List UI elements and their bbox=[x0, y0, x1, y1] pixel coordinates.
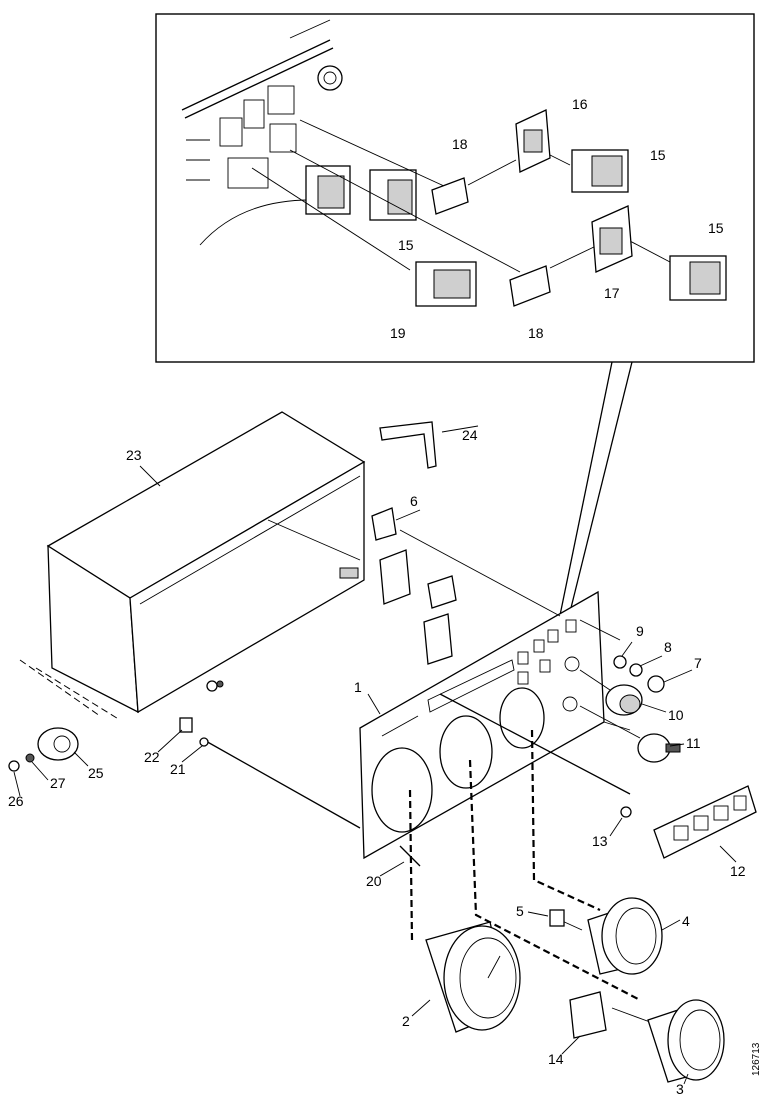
item-6 bbox=[371, 507, 397, 541]
callout-6: 6 bbox=[410, 493, 418, 509]
callout-14: 14 bbox=[548, 1051, 564, 1067]
item-11 bbox=[637, 733, 671, 763]
callout-9: 9 bbox=[636, 623, 644, 639]
callout-21: 21 bbox=[170, 761, 186, 777]
item-8 bbox=[629, 663, 643, 677]
label-plate-18-upper bbox=[431, 177, 469, 215]
front-panel-1 bbox=[359, 590, 605, 860]
enclosure-23 bbox=[19, 411, 366, 721]
item-22 bbox=[179, 717, 193, 733]
switch-module-12 bbox=[653, 785, 757, 859]
item-20 bbox=[399, 845, 421, 867]
callout-11: 11 bbox=[686, 735, 701, 751]
item-26 bbox=[8, 760, 20, 772]
label-plate-18-lower bbox=[509, 265, 551, 307]
item-21 bbox=[199, 737, 209, 747]
gauge-cutout-left bbox=[371, 747, 433, 833]
callout-7: 7 bbox=[694, 655, 702, 671]
callout-25: 25 bbox=[88, 765, 104, 781]
item-14 bbox=[569, 991, 607, 1039]
callout-19: 19 bbox=[390, 325, 406, 341]
item-25 bbox=[37, 727, 79, 761]
callout-23: 23 bbox=[126, 447, 142, 463]
callout-13: 13 bbox=[592, 833, 608, 849]
callout-4: 4 bbox=[682, 913, 690, 929]
callout-27: 27 bbox=[50, 775, 66, 791]
callout-12: 12 bbox=[730, 863, 746, 879]
callout-15b: 15 bbox=[398, 237, 414, 253]
callout-10: 10 bbox=[668, 707, 684, 723]
item-27 bbox=[25, 753, 35, 763]
inset-detail: 18 16 15 15 15 17 19 18 bbox=[155, 13, 755, 629]
item-9 bbox=[613, 655, 627, 669]
callout-1: 1 bbox=[354, 679, 362, 695]
item-13 bbox=[620, 806, 632, 818]
callout-15c: 15 bbox=[708, 220, 724, 236]
gauge-4 bbox=[587, 897, 663, 975]
item-5 bbox=[549, 909, 565, 927]
callout-24: 24 bbox=[462, 427, 478, 443]
callout-5: 5 bbox=[516, 903, 524, 919]
callout-2: 2 bbox=[402, 1013, 410, 1029]
callout-3: 3 bbox=[676, 1081, 684, 1097]
switch-body-lower bbox=[423, 613, 453, 665]
gauge-2 bbox=[425, 921, 521, 1033]
switch-body-upper bbox=[379, 549, 411, 605]
callout-18b: 18 bbox=[528, 325, 544, 341]
callout-17: 17 bbox=[604, 285, 620, 301]
callout-16: 16 bbox=[572, 96, 588, 112]
figure-number: 126713 bbox=[751, 1042, 762, 1076]
gauge-cutout-middle bbox=[439, 715, 493, 789]
callout-8: 8 bbox=[664, 639, 672, 655]
callout-18a: 18 bbox=[452, 136, 468, 152]
callout-26: 26 bbox=[8, 793, 24, 809]
bracket-24 bbox=[379, 421, 437, 469]
gauge-3 bbox=[647, 999, 725, 1083]
item-7 bbox=[647, 675, 665, 693]
callout-15a: 15 bbox=[650, 147, 666, 163]
inset-knob bbox=[317, 65, 343, 91]
gauge-cutout-right bbox=[499, 687, 545, 749]
callout-20: 20 bbox=[366, 873, 382, 889]
callout-22: 22 bbox=[144, 749, 160, 765]
